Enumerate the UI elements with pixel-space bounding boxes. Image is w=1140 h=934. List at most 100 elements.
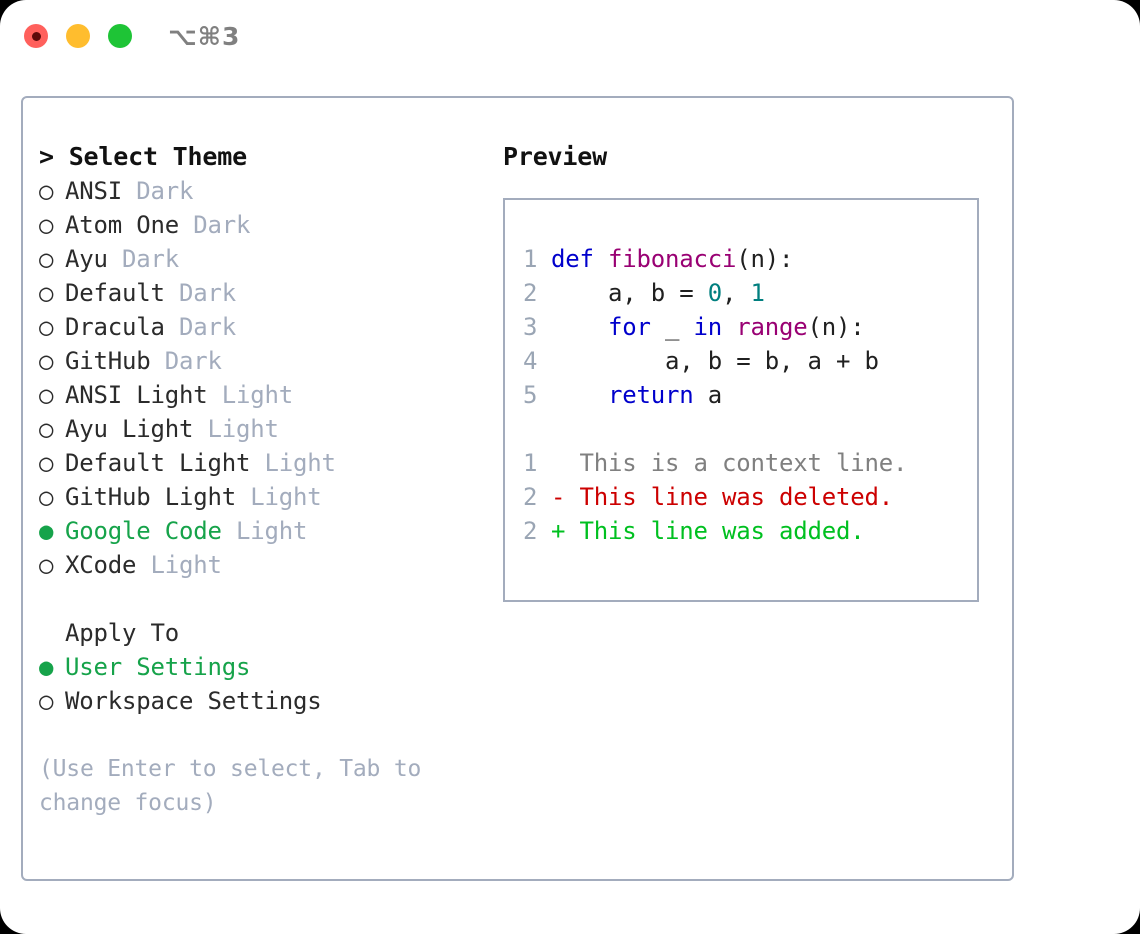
- code-token: [551, 381, 608, 409]
- radio-unselected-icon: ○: [39, 687, 54, 715]
- theme-category-tag: Dark: [122, 245, 179, 273]
- theme-list-item[interactable]: ○ XCode Light: [39, 548, 489, 582]
- apply-to-item[interactable]: ○Workspace Settings: [39, 684, 489, 718]
- window-controls: [24, 24, 132, 48]
- theme-category-tag: Dark: [179, 279, 236, 307]
- code-token: return: [608, 381, 694, 409]
- theme-name: GitHub Light: [65, 483, 236, 511]
- diff-line: 2- This line was deleted.: [523, 480, 977, 514]
- apply-to-list: ●User Settings○Workspace Settings: [39, 650, 489, 718]
- theme-category-tag: Dark: [136, 177, 194, 205]
- diff-sign: [551, 449, 565, 477]
- radio-unselected-icon: ○: [39, 415, 54, 443]
- radio-unselected-icon: ○: [39, 211, 54, 239]
- line-number: 4: [523, 347, 538, 375]
- theme-name: XCode: [65, 551, 137, 579]
- code-token: def: [551, 245, 608, 273]
- code-diff-spacer: [523, 412, 977, 446]
- theme-list-item[interactable]: ●Google Code Light: [39, 514, 489, 548]
- theme-name-tag-space: [151, 347, 165, 375]
- radio-unselected-icon: ○: [39, 347, 54, 375]
- theme-name: ANSI Light: [65, 381, 208, 409]
- theme-list-item[interactable]: ○Atom One Dark: [39, 208, 489, 242]
- diff-sign: -: [551, 483, 566, 511]
- code-token: a: [693, 381, 722, 409]
- code-token: fibonacci: [608, 245, 737, 273]
- line-number: 5: [523, 381, 538, 409]
- theme-name-tag-space: [122, 177, 136, 205]
- preview-title: Preview: [503, 142, 607, 171]
- theme-name: Dracula: [65, 313, 165, 341]
- code-token: a, b =: [551, 279, 708, 307]
- radio-unselected-icon: ○: [39, 279, 54, 307]
- line-number: 2: [523, 483, 538, 511]
- theme-name-tag-space: [236, 483, 250, 511]
- theme-name: Default Light: [65, 449, 251, 477]
- radio-unselected-icon: ○: [39, 449, 54, 477]
- radio-unselected-icon: ○: [39, 483, 54, 511]
- theme-list-item[interactable]: ○ ANSI Light Light: [39, 378, 489, 412]
- theme-list-item[interactable]: ○ANSI Dark: [39, 174, 489, 208]
- radio-unselected-icon: ○: [39, 177, 54, 205]
- theme-list-item[interactable]: ○Dracula Dark: [39, 310, 489, 344]
- theme-name-tag-space: [179, 211, 193, 239]
- theme-list-item[interactable]: ○Ayu Light Light: [39, 412, 489, 446]
- radio-selected-icon: ●: [39, 517, 54, 545]
- theme-list: ○ANSI Dark○Atom One Dark○Ayu Dark○Defaul…: [39, 174, 489, 582]
- line-number: 2: [523, 517, 538, 545]
- minimize-icon[interactable]: [66, 24, 90, 48]
- code-token: (n):: [736, 245, 794, 273]
- select-theme-header: > Select Theme: [39, 142, 247, 171]
- theme-list-item[interactable]: ○ Ayu Dark: [39, 242, 489, 276]
- theme-name: Default: [65, 279, 165, 307]
- theme-name-tag-space: [208, 381, 222, 409]
- theme-category-tag: Dark: [179, 313, 236, 341]
- theme-name-tag-space: [165, 313, 179, 341]
- theme-list-item[interactable]: ○ GitHub Dark: [39, 344, 489, 378]
- theme-category-tag: Light: [221, 381, 293, 409]
- theme-list-item[interactable]: ○ Default Light Light: [39, 446, 489, 480]
- theme-name: Ayu Light: [65, 415, 194, 443]
- theme-category-tag: Light: [150, 551, 222, 579]
- theme-name: GitHub: [65, 347, 151, 375]
- list-spacer: [39, 582, 489, 616]
- code-token: in: [693, 313, 723, 341]
- theme-name: Google Code: [65, 517, 222, 545]
- code-token: _: [650, 313, 694, 341]
- theme-name: Ayu: [65, 245, 108, 273]
- apply-to-header-indent: [39, 616, 65, 650]
- radio-unselected-icon: ○: [39, 551, 54, 579]
- code-token: ,: [722, 279, 751, 307]
- theme-name-tag-space: [250, 449, 264, 477]
- diff-text: This is a context line.: [565, 449, 908, 477]
- theme-list-item[interactable]: ○GitHub Light Light: [39, 480, 489, 514]
- diff-line: 1 This is a context line.: [523, 446, 977, 480]
- theme-category-tag: Light: [264, 449, 336, 477]
- theme-list-item[interactable]: ○ Default Dark: [39, 276, 489, 310]
- code-token: [551, 313, 608, 341]
- diff-sign: +: [551, 517, 566, 545]
- close-icon[interactable]: [24, 24, 48, 48]
- line-number: 1: [523, 449, 538, 477]
- theme-name-tag-space: [222, 517, 236, 545]
- apply-to-item[interactable]: ●User Settings: [39, 650, 489, 684]
- theme-name-tag-space: [108, 245, 122, 273]
- apply-to-header: Apply To: [39, 616, 489, 650]
- apply-to-header-label: Apply To: [65, 619, 179, 647]
- diff-sample: 1 This is a context line.2- This line wa…: [523, 446, 977, 548]
- theme-category-tag: Dark: [164, 347, 222, 375]
- code-token: (n):: [807, 313, 865, 341]
- radio-unselected-icon: ○: [39, 245, 54, 273]
- theme-name: Atom One: [65, 211, 179, 239]
- maximize-icon[interactable]: [108, 24, 132, 48]
- apply-to-label: User Settings: [65, 653, 251, 681]
- code-line: 4 a, b = b, a + b: [523, 344, 977, 378]
- diff-line: 2+ This line was added.: [523, 514, 977, 548]
- line-number: 3: [523, 313, 538, 341]
- radio-unselected-icon: ○: [39, 381, 54, 409]
- selection-column: > Select Theme ○ANSI Dark○Atom One Dark○…: [39, 140, 489, 820]
